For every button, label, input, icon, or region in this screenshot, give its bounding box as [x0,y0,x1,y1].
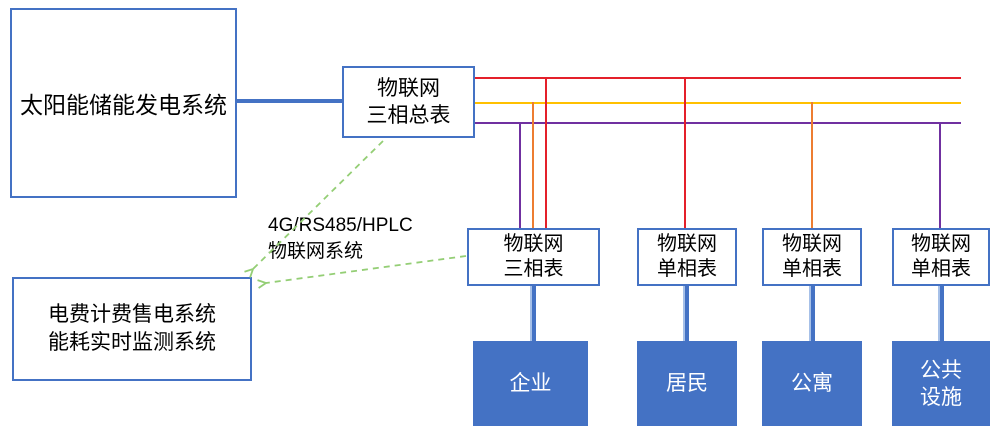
connector-meter-to-public-facilities [938,286,944,341]
drop-line-purple-2 [939,122,941,228]
connector-meter-to-enterprise [530,286,536,341]
node-iot-three-phase-meter: 物联网 三相表 [467,228,600,286]
protocol-label-line2: 物联网系统 [268,241,364,262]
node-iot-single-phase-meter-3: 物联网 单相表 [892,228,990,286]
protocol-label: 4G/RS485/HPLC 物联网系统 [268,213,413,265]
node-label-line2: 单相表 [911,258,971,280]
node-label-line2: 设施 [920,385,962,409]
drop-line-purple-1 [519,122,521,228]
node-client-public-facilities: 公共 设施 [892,341,990,426]
bus-line-yellow-phase [475,102,961,104]
node-label-line2: 能耗实时监测系统 [48,331,216,354]
connector-solar-to-master-meter [237,99,342,103]
bus-line-red-phase [475,77,961,79]
node-label: 太阳能储能发电系统 [20,92,227,118]
node-label: 公寓 [791,372,833,395]
node-label-line2: 单相表 [782,258,842,280]
node-label-line1: 物联网 [377,77,440,100]
node-label: 居民 [666,372,708,395]
node-label-line1: 物联网 [503,233,564,255]
connector-meter-to-apartment [809,286,815,341]
node-label-line1: 电费计费售电系统 [48,303,216,326]
node-client-residents: 居民 [637,341,737,426]
node-label-line1: 物联网 [657,233,717,255]
node-label: 企业 [509,372,552,395]
node-label-line2: 三相表 [503,258,564,280]
drop-line-red-2 [684,77,686,228]
node-billing-monitoring-system: 电费计费售电系统 能耗实时监测系统 [12,277,252,381]
connector-meter-to-residents [683,286,689,341]
node-iot-single-phase-meter-2: 物联网 单相表 [762,228,862,286]
drop-line-red-1 [545,77,547,228]
node-solar-storage-system: 太阳能储能发电系统 [10,8,237,198]
node-label-line1: 公共 [920,358,962,382]
node-label-line2: 三相总表 [366,104,451,127]
node-iot-three-phase-master-meter: 物联网 三相总表 [342,66,475,138]
bus-line-purple-phase [475,122,961,124]
node-client-enterprise: 企业 [473,341,588,426]
drop-line-orange-1 [532,102,534,228]
node-client-apartment: 公寓 [762,341,862,426]
node-label-line1: 物联网 [782,233,842,255]
protocol-label-line1: 4G/RS485/HPLC [268,215,413,236]
node-iot-single-phase-meter-1: 物联网 单相表 [637,228,737,286]
node-label-line1: 物联网 [911,233,971,255]
drop-line-orange-2 [811,102,813,228]
node-label-line2: 单相表 [657,258,717,280]
